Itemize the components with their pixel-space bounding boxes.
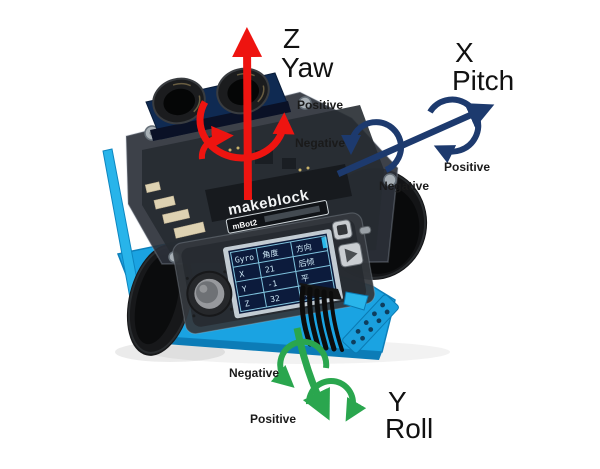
- play-button: [338, 242, 364, 268]
- gyro-header-0: Gyro: [234, 253, 255, 265]
- usb-c-port: [359, 225, 372, 235]
- axis-labels: Z Yaw Positive Negative X Pitch Positive…: [229, 23, 514, 444]
- z-negative-rotation-arrow: [198, 125, 234, 160]
- y-negative-label: Negative: [229, 366, 279, 380]
- z-yaw-arrows: [196, 27, 295, 201]
- ribbon-cable: [299, 283, 344, 352]
- gyro-header-2: 方向: [295, 241, 312, 254]
- gyro-table: Gyro 角度 方向 X 21 后倾 Y -1 平 Z 32 左转: [234, 241, 320, 309]
- y-axis-letter: Y: [388, 386, 407, 417]
- x-negative-label: Negative: [379, 179, 429, 193]
- gyro-table-grid: [229, 235, 337, 313]
- z-negative-label: Negative: [295, 136, 345, 150]
- joystick: [185, 270, 233, 318]
- gyro-header-1: 角度: [262, 247, 279, 260]
- z-axis-arrow: [232, 27, 263, 201]
- gyro-x-value: 21: [264, 264, 275, 275]
- x-negative-rotation-arrow: [341, 119, 404, 173]
- y-axis-arrow: [293, 327, 330, 421]
- pcb-connectors: [144, 181, 206, 239]
- model-plate: mBot2: [225, 200, 329, 234]
- y-axis-name: Roll: [385, 413, 433, 444]
- rear-beam: [342, 291, 399, 354]
- z-axis-letter: Z: [283, 23, 300, 54]
- ultrasonic-sensor: [145, 67, 291, 141]
- x-pitch-arrows: [336, 96, 495, 177]
- gyro-y-state: 平: [300, 273, 309, 283]
- gyro-z-axis: Z: [244, 299, 250, 309]
- y-roll-arrows: [270, 327, 367, 422]
- pcb-chip-small: [282, 158, 296, 169]
- z-axis-name: Yaw: [281, 52, 334, 83]
- z-positive-rotation-arrow: [196, 100, 295, 162]
- gyro-x-axis: X: [239, 269, 245, 279]
- gyro-y-value: -1: [267, 279, 278, 290]
- play-triangle-icon: [344, 248, 358, 263]
- gyro-x-state: 后倾: [298, 256, 315, 269]
- ultrasonic-eye-left: [152, 77, 206, 125]
- y-negative-rotation-arrow: [270, 338, 330, 388]
- model-tagline-bar: [264, 205, 321, 223]
- y-positive-label: Positive: [250, 412, 296, 426]
- x-axis-arrow: [336, 103, 495, 177]
- x-positive-rotation-arrow: [427, 96, 482, 164]
- x-positive-label: Positive: [444, 160, 490, 174]
- battery-band: [205, 164, 352, 222]
- gyro-z-value: 32: [270, 294, 281, 305]
- z-positive-label: Positive: [297, 98, 343, 112]
- x-axis-name: Pitch: [452, 65, 514, 96]
- square-button: [331, 219, 353, 241]
- x-axis-letter: X: [455, 37, 474, 68]
- beam-holes: [351, 302, 390, 345]
- joystick-holes: [185, 270, 233, 318]
- gyro-y-axis: Y: [241, 284, 247, 294]
